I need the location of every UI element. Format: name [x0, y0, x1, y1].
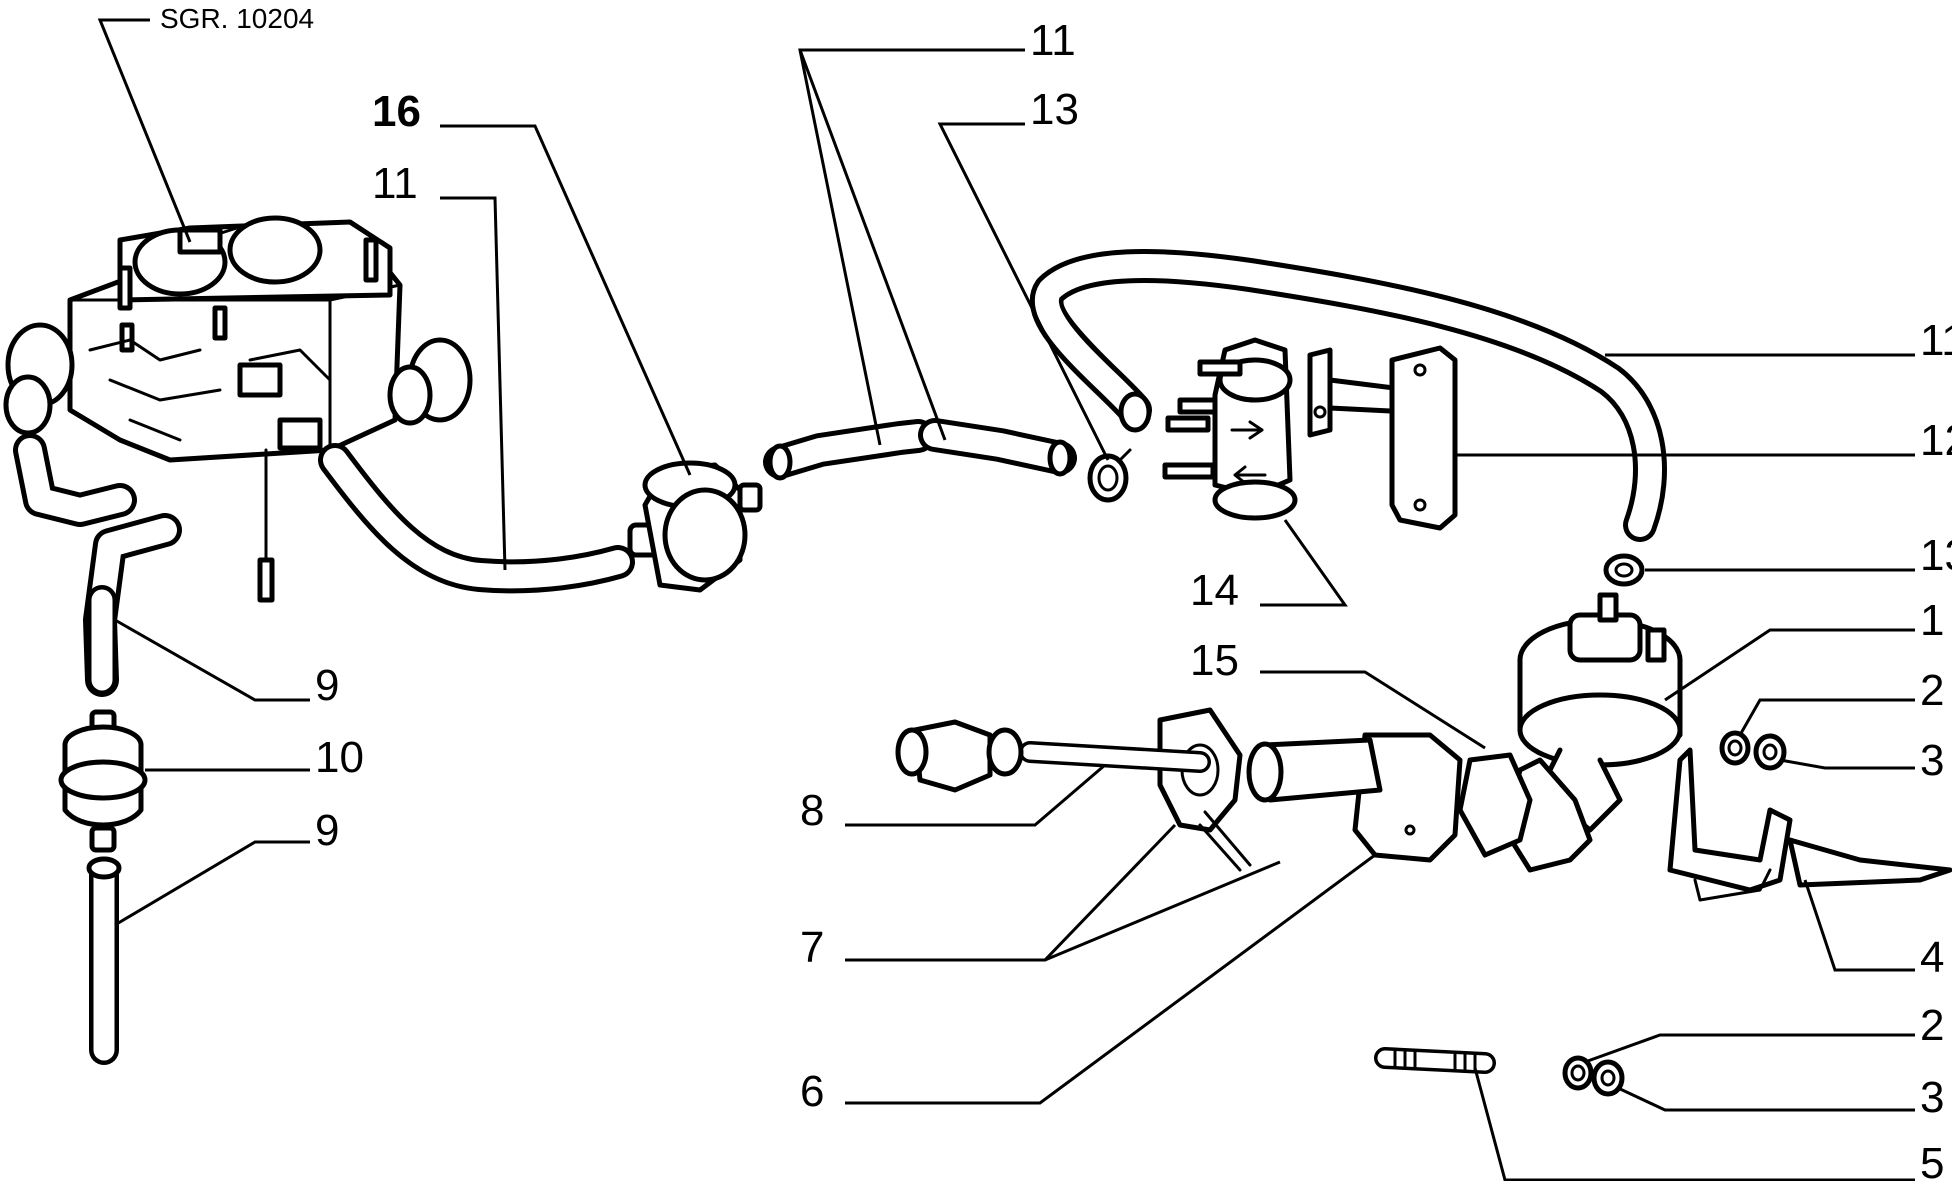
washer-2-upper [1719, 730, 1751, 766]
hose-9-lower [86, 856, 122, 1065]
hose-clamp-top-13 [1087, 448, 1132, 503]
callout-16: 16 [372, 87, 421, 136]
callout-9-upper: 9 [315, 661, 339, 710]
callout-11-right: 11 [1920, 316, 1952, 365]
callout-6: 6 [800, 1067, 824, 1116]
washer-2-lower [1562, 1055, 1594, 1091]
carburettor [3, 215, 473, 697]
callout-1: 1 [1920, 596, 1944, 645]
fuel-filter-10 [58, 709, 148, 853]
callout-9-lower: 9 [315, 806, 339, 855]
pushrod-8 [895, 719, 1211, 793]
callout-4: 4 [1920, 933, 1944, 982]
nut-3-lower [1591, 1059, 1625, 1097]
callout-12: 12 [1920, 416, 1952, 465]
callout-11-top: 11 [1030, 16, 1076, 65]
gasket-7 [1157, 707, 1252, 872]
callout-7: 7 [800, 923, 824, 972]
callout-2-upper: 2 [1920, 666, 1944, 715]
hose-carb-to-filter [318, 443, 635, 594]
inline-filter-16 [627, 460, 763, 593]
gaskets-15 [1457, 752, 1593, 873]
stud-5 [1374, 1047, 1496, 1074]
callout-3-lower: 3 [1920, 1073, 1944, 1122]
insulator-6 [1246, 732, 1463, 863]
bracket-12 [1307, 345, 1458, 531]
valve-14 [1162, 337, 1298, 521]
hose-segments-11 [763, 418, 1077, 481]
callout-15: 15 [1190, 636, 1239, 685]
nut-3-upper [1753, 733, 1787, 771]
mounting-bracket-4 [1667, 747, 1952, 902]
callout-10: 10 [315, 733, 364, 782]
callout-3-upper: 3 [1920, 736, 1944, 785]
callout-11-left: 11 [372, 159, 418, 208]
leader-lines [97, 18, 1915, 1181]
reference-code: SGR. 10204 [160, 3, 314, 34]
callout-13-top: 13 [1030, 85, 1079, 134]
callout-13-right: 13 [1920, 531, 1952, 580]
callout-8: 8 [800, 786, 824, 835]
callout-2-lower: 2 [1920, 1001, 1944, 1050]
hose-clamp-right-13 [1603, 553, 1645, 587]
callout-5: 5 [1920, 1139, 1944, 1181]
hose-return-11 [1030, 249, 1667, 542]
callout-14: 14 [1190, 566, 1239, 615]
